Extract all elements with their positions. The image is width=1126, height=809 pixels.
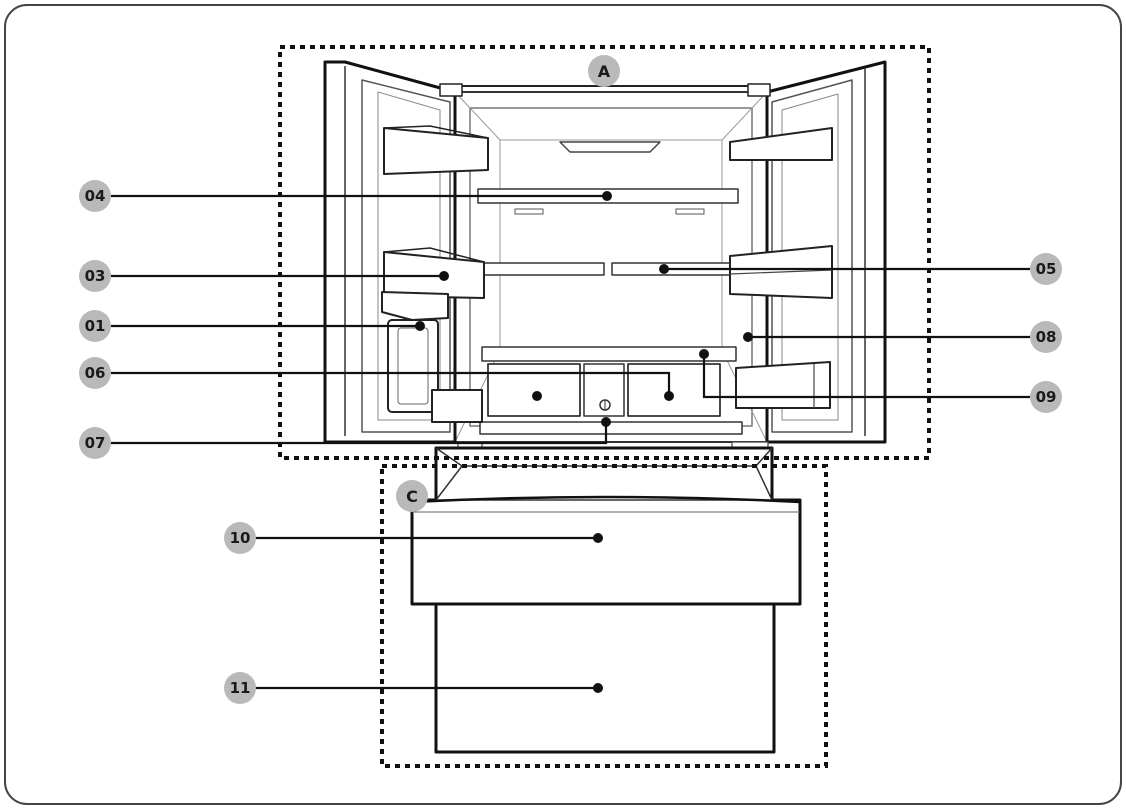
- svg-text:10: 10: [230, 529, 251, 547]
- zone-a-box: [278, 45, 931, 460]
- svg-text:07: 07: [85, 434, 106, 452]
- zone-badge-c: C: [396, 480, 428, 512]
- water-tank: [387, 319, 439, 413]
- badge-08: 08: [1030, 321, 1062, 353]
- badge-10: 10: [224, 522, 256, 554]
- dot-08: [743, 332, 753, 342]
- dot-06b: [664, 391, 674, 401]
- svg-text:08: 08: [1036, 328, 1057, 346]
- dot-11: [593, 683, 603, 693]
- zone-label-a: A: [598, 62, 611, 81]
- badge-06: 06: [79, 357, 111, 389]
- badge-07: 07: [79, 427, 111, 459]
- svg-text:01: 01: [85, 317, 106, 335]
- zone-label-c: C: [406, 487, 418, 506]
- badge-01: 01: [79, 310, 111, 342]
- lower-shelf: [481, 346, 737, 362]
- leader-lines: [111, 194, 1030, 690]
- svg-text:05: 05: [1036, 260, 1057, 278]
- left-door-bin-upper: [383, 127, 489, 175]
- leader-09: [702, 354, 1030, 399]
- svg-text:09: 09: [1036, 388, 1057, 406]
- leader-dots: [415, 191, 753, 693]
- dot-09: [699, 349, 709, 359]
- dot-07: [601, 417, 611, 427]
- crisper-drawer-right: [627, 363, 721, 417]
- badge-03: 03: [79, 260, 111, 292]
- crisper-drawer-left: [487, 363, 581, 417]
- left-door-bin-lower: [431, 389, 483, 423]
- badge-05: 05: [1030, 253, 1062, 285]
- zone-c-box: [380, 464, 828, 768]
- right-door-bin-lower: [735, 361, 831, 409]
- leader-06: [111, 371, 671, 396]
- dot-04: [602, 191, 612, 201]
- leader-07: [111, 422, 608, 445]
- right-door-bin-upper: [729, 127, 833, 161]
- dot-06a: [532, 391, 542, 401]
- dot-05: [659, 264, 669, 274]
- badge-11: 11: [224, 672, 256, 704]
- badge-04: 04: [79, 180, 111, 212]
- freezer-drawer-lower: [434, 602, 776, 754]
- badge-09: 09: [1030, 381, 1062, 413]
- svg-text:03: 03: [85, 267, 106, 285]
- zone-badge-a: A: [588, 55, 620, 87]
- svg-text:04: 04: [85, 187, 106, 205]
- svg-text:11: 11: [230, 679, 251, 697]
- dot-03: [439, 271, 449, 281]
- dot-10: [593, 533, 603, 543]
- dot-01: [415, 321, 425, 331]
- middle-shelf-left: [483, 262, 605, 276]
- callout-badges: 04 03 01 06 07 05 08 09 10 11: [79, 180, 1062, 704]
- svg-text:06: 06: [85, 364, 106, 382]
